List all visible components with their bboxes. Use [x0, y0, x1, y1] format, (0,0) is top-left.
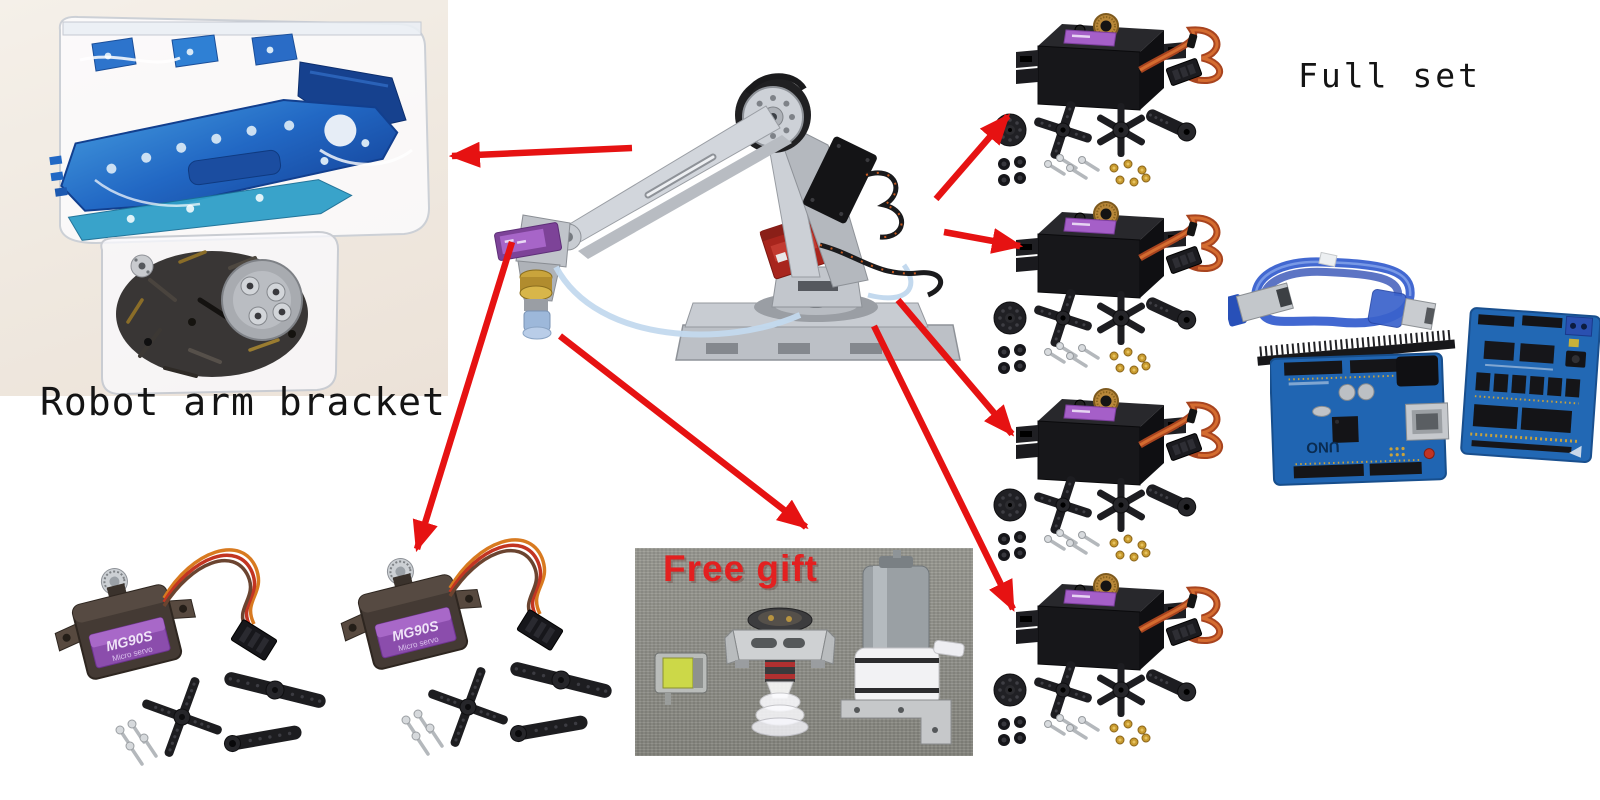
free-gift-photo: Free gift [635, 548, 973, 756]
bag-zip-seal [62, 21, 422, 36]
usb-a-connector [1228, 282, 1294, 327]
bracket-caption: Robot arm bracket [40, 380, 446, 424]
uno-silkscreen-text: UNO [1306, 438, 1340, 456]
blue-teal-plate [67, 179, 353, 241]
upper-servo-black [803, 136, 877, 224]
wire-orange-bands [819, 172, 919, 275]
air-pump [840, 550, 965, 745]
dc-jack [1395, 355, 1439, 387]
servo-wires [745, 73, 944, 298]
full-set-caption: Full set [1298, 56, 1481, 95]
micro-servo-kit [327, 538, 616, 763]
free-gift-drawing [654, 550, 965, 745]
cable-tie [1318, 251, 1338, 268]
standard-servo-kit [994, 14, 1220, 186]
blue-angle-brackets [91, 33, 298, 72]
arm-base [675, 266, 961, 361]
usb-b-connector [1367, 289, 1437, 330]
suction-gripper [724, 607, 836, 737]
sensor-shield-board [1460, 307, 1600, 464]
micro-servo-kit [41, 548, 330, 773]
screw-details [126, 250, 296, 378]
standard-servo-kit [994, 389, 1220, 561]
silkscreen-arrow [1569, 445, 1582, 458]
air-tube [553, 265, 802, 338]
usb-cable [1228, 251, 1437, 330]
bearing-cluster [130, 254, 303, 341]
reset-button [1423, 448, 1435, 460]
free-gift-caption: Free gift [663, 548, 818, 589]
solenoid-valve [654, 652, 708, 705]
arm-long-link [562, 105, 792, 259]
bracket-photo-drawing [49, 15, 431, 396]
bracket-photo [0, 0, 448, 396]
standard-servo-kit [994, 202, 1220, 374]
standard-servo-kit [994, 574, 1220, 746]
robot-arm-photo [494, 73, 961, 361]
uno-board: UNO [1270, 352, 1450, 486]
blue-main-plate [49, 99, 399, 212]
